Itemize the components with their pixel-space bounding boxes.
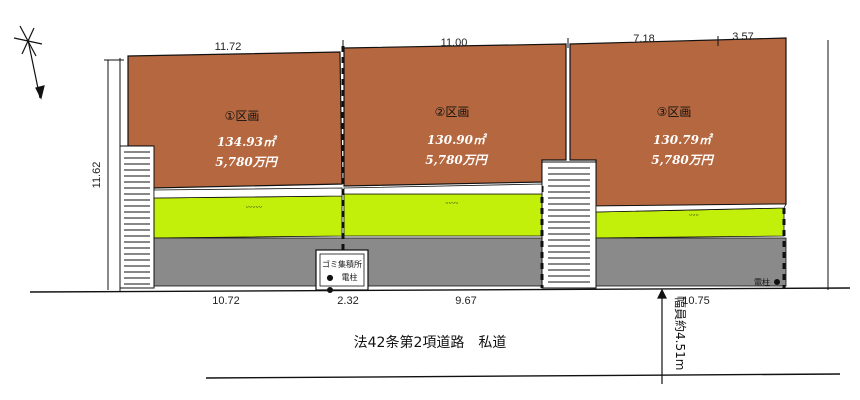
road-width-label: 幅員約4.51m (673, 296, 688, 370)
lot-1-symbols: ᵕᵕᵕᵕᵕ (246, 203, 263, 212)
road-boundary-line (29, 287, 851, 293)
road-width-arrow (657, 288, 667, 384)
lot-2-name: ②区画 (435, 105, 470, 119)
lot-2-area: 130.90㎡ (427, 133, 488, 147)
utility-pole-icon (774, 279, 780, 285)
garbage-station-label: ゴミ集積所 (322, 259, 362, 269)
lot-3-price: 5,780万円 (651, 153, 715, 167)
left-dimension: 11.62 (91, 162, 103, 189)
lot-2-parcel (343, 43, 567, 187)
lot-1-divider (153, 187, 343, 199)
lot-3-area: 130.79㎡ (653, 133, 714, 147)
bottom-dimension-1: 10.72 (212, 295, 240, 307)
stairs-left (119, 145, 155, 289)
lot-1-price: 5,780万円 (215, 155, 279, 169)
lot-3-symbols: ᵕᵕᵕ (689, 211, 699, 220)
top-dimension-ticks (342, 36, 719, 52)
top-dimension-2: 11.00 (441, 37, 468, 49)
bottom-dimension-3: 9.67 (455, 295, 476, 307)
lot-2-price: 5,780万円 (425, 153, 489, 167)
lot-2-green-strip (343, 193, 543, 237)
lot-3-name: ③区画 (657, 105, 692, 119)
lot-2-divider (343, 183, 543, 195)
top-dimension-4: 3.57 (732, 31, 753, 43)
garbage-station: ゴミ集積所 ● 電柱 (315, 249, 369, 291)
top-dimension-1: 11.72 (215, 41, 242, 53)
utility-pole-label: ● 電柱 (327, 272, 358, 282)
lot-2-symbols: ᵕᵕᵕᵕ (445, 199, 458, 208)
north-arrow-icon (13, 25, 45, 100)
road-far-edge-line (205, 373, 841, 379)
driveway-strip (153, 237, 787, 287)
boundary-marker (327, 287, 333, 293)
lot-3-divider (595, 203, 787, 213)
lot-1-name: ①区画 (225, 109, 260, 123)
road-label: 法42条第2項道路 私道 (354, 334, 507, 351)
bottom-dimension-2: 2.32 (337, 295, 358, 307)
lot-1-area: 134.93㎡ (217, 135, 278, 149)
stairs-middle (541, 161, 597, 289)
lot-3-parcel (569, 37, 787, 207)
top-dimension-3: 7.18 (633, 33, 654, 45)
utility-pole-label-right: 電柱 (754, 277, 770, 287)
bottom-dimension-4: 10.75 (682, 295, 710, 307)
